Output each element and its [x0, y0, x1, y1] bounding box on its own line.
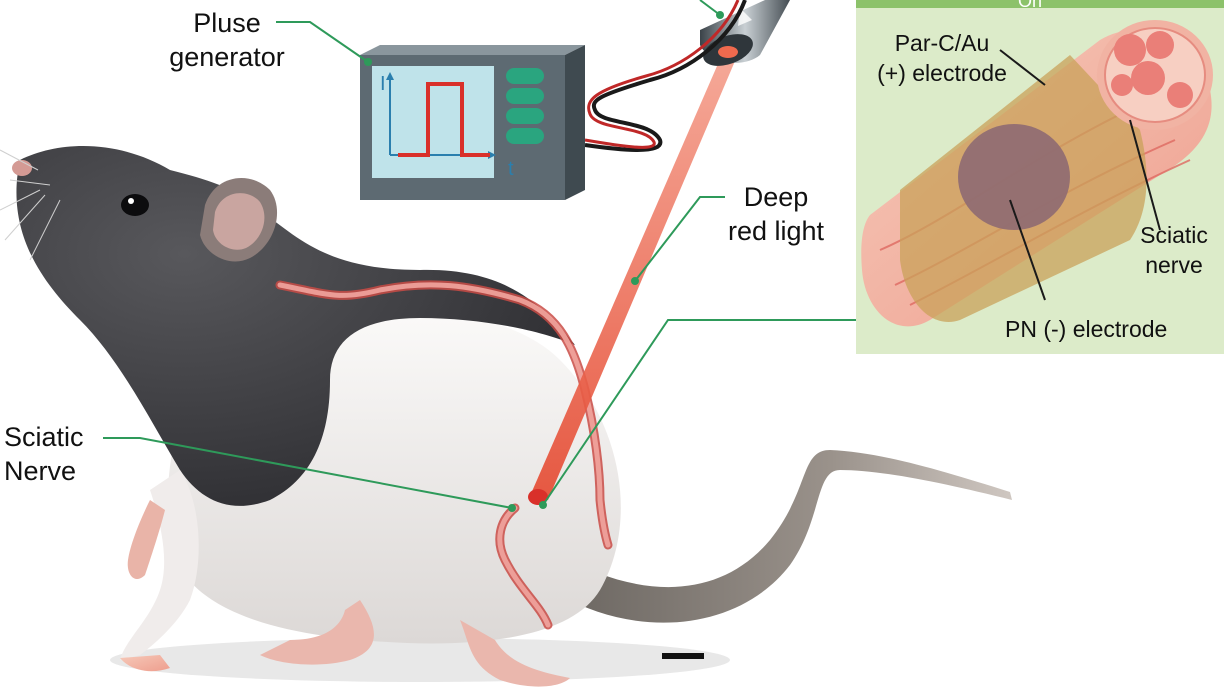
leader-deep-red-light: [634, 196, 725, 282]
generator-x-axis-label: t: [508, 158, 514, 180]
generator-button-2: [506, 88, 544, 104]
inset-header-label: On: [1018, 0, 1043, 11]
leader-laser: [699, 0, 721, 16]
scale-bar: [662, 653, 704, 659]
nerve-electrode-illustration: [861, 20, 1213, 327]
inset-sciatic-nerve-label-line1: Sciatic: [1140, 222, 1208, 248]
deep-red-light-label: Deep red light: [718, 180, 834, 248]
generator-button-3: [506, 108, 544, 124]
deep-red-light-label-line1: Deep: [743, 182, 809, 212]
inset-sciatic-nerve-label: Sciatic nerve: [1128, 220, 1220, 280]
sciatic-nerve-label-line1: Sciatic: [4, 422, 84, 452]
pulse-generator-label: Pluse generator: [160, 6, 294, 74]
sciatic-nerve-label-line2: Nerve: [4, 456, 77, 486]
generator-button-1: [506, 68, 544, 84]
pulse-generator-label-line2: generator: [169, 42, 285, 72]
leader-lines: [103, 0, 856, 512]
generator-cables: [584, 0, 747, 152]
leader-inset: [542, 319, 856, 506]
deep-red-light-beam: [530, 50, 738, 500]
leader-sciatic-nerve: [103, 437, 513, 509]
generator-y-axis-label: I: [380, 73, 386, 95]
electrode-plus-label-line1: Par-C/Au: [894, 30, 990, 56]
implanted-sciatic-nerve: [275, 280, 613, 630]
electrode-inset-panel: [856, 0, 1224, 354]
electrode-minus-label: PN (-) electrode: [1005, 316, 1168, 342]
electrode-plus-label: Par-C/Au (+) electrode: [862, 28, 1022, 88]
leader-pulse-generator: [276, 21, 369, 63]
inset-sciatic-nerve-label-line2: nerve: [1145, 252, 1203, 278]
electrode-plus-label-line2: (+) electrode: [877, 60, 1007, 86]
deep-red-light-label-line2: red light: [727, 216, 825, 246]
pulse-generator-icon: I t: [360, 45, 585, 200]
generator-button-4: [506, 128, 544, 144]
inset-leader-lines: [999, 49, 1161, 301]
sciatic-nerve-label: Sciatic Nerve: [4, 420, 84, 488]
inset-header-bar: [856, 0, 1224, 8]
pulse-generator-label-line1: Pluse: [193, 8, 261, 38]
